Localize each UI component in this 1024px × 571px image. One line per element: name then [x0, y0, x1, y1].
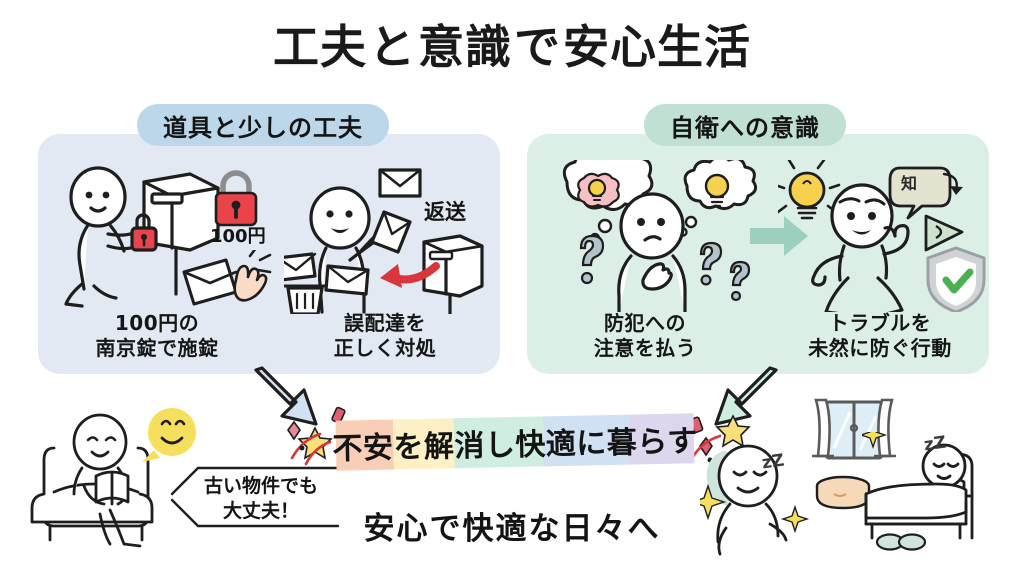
scene-misdelivery [284, 168, 484, 314]
panel-right-header: 自衛への意識 [644, 104, 846, 146]
speech-note-text: 古い物件でも 大丈夫！ [203, 475, 318, 522]
tagline: 安心で快適な日々へ [363, 511, 661, 547]
title-segment-1: 工夫 [272, 14, 368, 80]
title-segment-2: と [369, 20, 416, 74]
caption-prevent-trouble: トラブルを 未然に防ぐ行動 [808, 311, 952, 360]
caption-crime-awareness: 防犯への 注意を払う [593, 311, 697, 360]
banner-text: 不安を解消し快適に暮らす [332, 424, 699, 467]
caption-misdelivery: 誤配達を 正しく対処 [333, 311, 437, 360]
title-segment-3: 意識 [417, 14, 513, 80]
sleep-mark-right: zZ [922, 432, 948, 456]
speech-note-lines [170, 466, 340, 528]
green-right-arrow-icon [750, 216, 808, 256]
padlock-icon [214, 170, 258, 227]
scene-person-reading [30, 408, 196, 548]
envelope-with-hand-icon [182, 250, 272, 306]
scene-bed-sleeping [862, 432, 974, 551]
caption-lock-mailbox: 100円の 南京錠で施錠 [95, 311, 219, 360]
cushion-icon [815, 475, 871, 510]
scene-thinking-person [562, 160, 758, 312]
title-segment-5: 安心生活 [562, 14, 752, 80]
blue-down-arrow-icon [254, 366, 318, 426]
title-text: 工夫と意識で安心生活 [272, 14, 752, 80]
highlight-banner: 不安を解消し快適に暮らす [332, 413, 698, 471]
return-arrow-label: 返送 [424, 200, 466, 224]
scene-relaxed-person [700, 444, 810, 556]
scene-confident-person [778, 160, 986, 312]
title-segment-4: で [514, 20, 561, 74]
panel-left-header: 道具と少しの工夫 [137, 104, 389, 146]
scene-lock-mailbox [64, 166, 220, 308]
page-title: 工夫と意識で安心生活 [0, 14, 1024, 84]
window-icon [812, 398, 896, 460]
sleep-mark-left: zZ [760, 450, 786, 474]
knowledge-bubble-char: 知 [901, 174, 918, 193]
price-label: 100円 [210, 226, 266, 247]
